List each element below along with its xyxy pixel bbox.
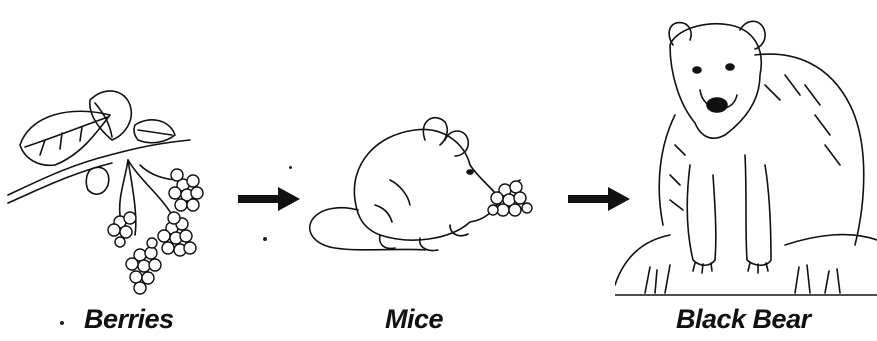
arrow-right-icon xyxy=(238,186,302,212)
black-bear-label: Black Bear xyxy=(676,304,811,335)
print-dot xyxy=(60,321,64,325)
mouse-illustration xyxy=(300,110,550,285)
mice-label: Mice xyxy=(385,304,443,335)
berries-label: Berries xyxy=(84,304,174,335)
black-bear-illustration xyxy=(615,5,877,300)
print-dot xyxy=(263,237,267,241)
print-dot xyxy=(289,166,292,169)
berries-illustration xyxy=(0,85,225,300)
